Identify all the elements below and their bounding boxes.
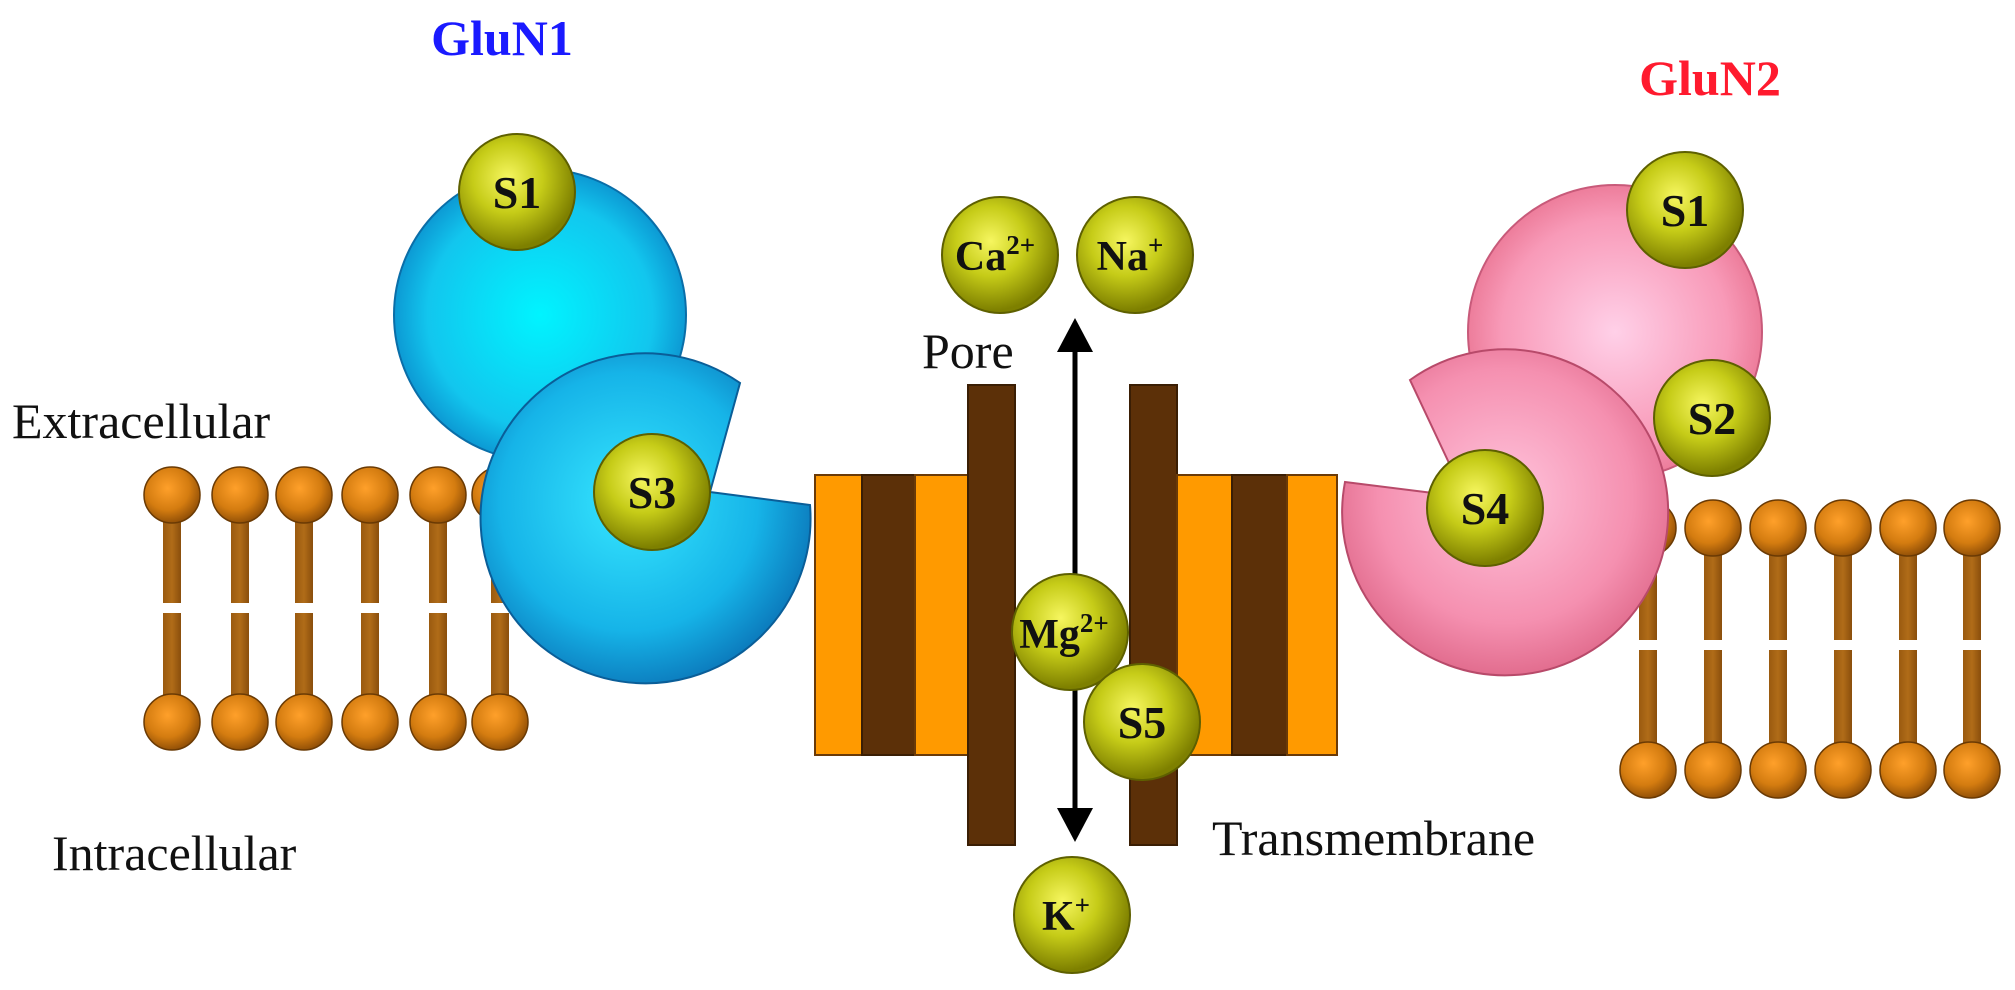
potassium-ion: K+: [1013, 856, 1131, 974]
svg-text:S4: S4: [1461, 483, 1510, 534]
svg-text:K+: K+: [1042, 890, 1090, 940]
glun1-title: GluN1: [431, 10, 573, 66]
svg-text:Ca2+: Ca2+: [955, 230, 1035, 280]
phospholipid: [409, 466, 467, 751]
calcium-ion: Ca2+: [941, 196, 1059, 314]
intracellular-label: Intracellular: [52, 825, 297, 881]
glun1-site-s3: S3: [593, 433, 711, 551]
sodium-ion: Na+: [1076, 196, 1194, 314]
transmembrane-label: Transmembrane: [1212, 810, 1535, 866]
glun2-site-s2: S2: [1653, 359, 1771, 477]
svg-text:Na+: Na+: [1097, 230, 1164, 280]
glun2-site-s4: S4: [1426, 449, 1544, 567]
glun2-title: GluN2: [1639, 50, 1781, 106]
pore-site-s5: S5: [1083, 663, 1201, 781]
svg-text:S5: S5: [1118, 697, 1167, 748]
svg-text:Mg2+: Mg2+: [1019, 608, 1109, 658]
magnesium-ion: Mg2+: [1011, 573, 1129, 691]
right-lipid-bilayer: [1619, 499, 2001, 799]
phospholipid: [275, 466, 333, 751]
pore-label: Pore: [922, 323, 1014, 379]
left-lipid-bilayer: [143, 466, 529, 751]
phospholipid: [1749, 499, 1807, 799]
phospholipid: [211, 466, 269, 751]
transmembrane-left: [814, 384, 1016, 846]
phospholipid: [143, 466, 201, 751]
phospholipid: [1879, 499, 1937, 799]
phospholipid: [341, 466, 399, 751]
glun2-site-s1: S1: [1626, 151, 1744, 269]
phospholipid: [1814, 499, 1872, 799]
phospholipid: [1684, 499, 1742, 799]
extracellular-label: Extracellular: [12, 393, 271, 449]
phospholipid: [1943, 499, 2001, 799]
svg-text:S2: S2: [1688, 393, 1737, 444]
svg-text:S3: S3: [628, 467, 677, 518]
glun1-site-s1: S1: [458, 133, 576, 251]
svg-text:S1: S1: [493, 167, 542, 218]
svg-text:S1: S1: [1661, 185, 1710, 236]
